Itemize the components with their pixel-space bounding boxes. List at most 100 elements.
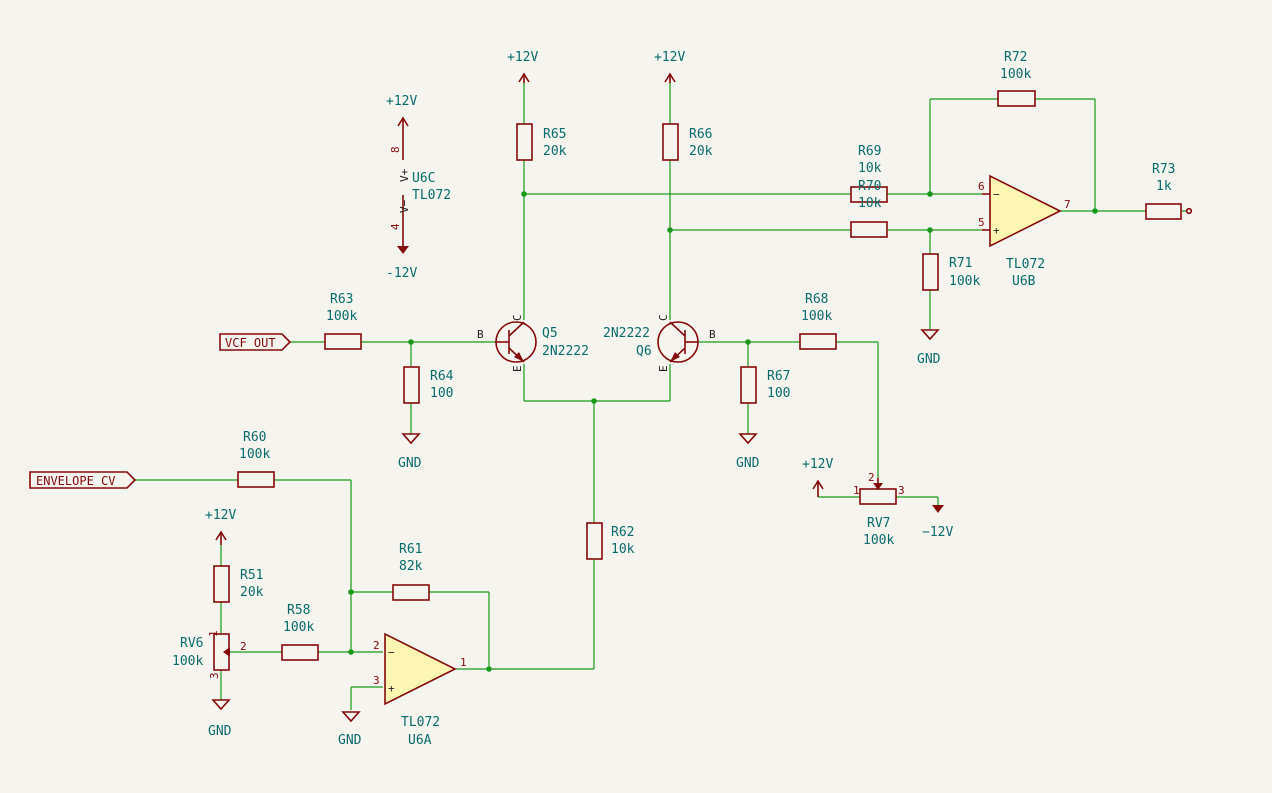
r61-body[interactable] (392, 584, 430, 601)
q5-ref: Q5 (542, 326, 558, 341)
junction (927, 227, 933, 233)
gnd-symbol (341, 711, 361, 723)
r69-ref: R69 (858, 144, 881, 159)
gnd-label: GND (736, 456, 760, 471)
r69-value: 10k (858, 161, 882, 176)
power-12v-arrow (215, 530, 227, 545)
q6-pin-e: E (657, 365, 670, 372)
r72-body[interactable] (997, 90, 1036, 107)
power-12v-arrow (664, 72, 676, 83)
r58-value: 100k (283, 620, 314, 635)
r67-value: 100 (767, 386, 790, 401)
r62-value: 10k (611, 542, 635, 557)
r68-value: 100k (801, 309, 832, 324)
gnd-symbol (920, 329, 940, 341)
r65-ref: R65 (543, 127, 566, 142)
r73-body[interactable] (1145, 203, 1182, 220)
r66-value: 20k (689, 144, 713, 159)
r63-ref: R63 (330, 292, 353, 307)
u6c-part: TL072 (412, 188, 451, 203)
q5-symbol[interactable] (495, 321, 537, 363)
vcf-out-port[interactable] (219, 333, 292, 351)
r63-value: 100k (326, 309, 357, 324)
resistor-bodies (213, 90, 1193, 661)
q5-pin-e: E (511, 365, 524, 372)
power-label-12v: +12V (507, 50, 538, 65)
r71-ref: R71 (949, 256, 972, 271)
junction (667, 227, 673, 233)
u6a-symbol[interactable] (384, 632, 457, 706)
q6-symbol[interactable] (657, 321, 699, 363)
q5-part: 2N2222 (542, 344, 589, 359)
r70-ref: R70 (858, 179, 881, 194)
r65-body[interactable] (516, 123, 533, 161)
envelope-cv-port[interactable] (29, 471, 137, 489)
u6b-pin-inv: 6 (978, 180, 985, 193)
q6-ref: Q6 (636, 344, 652, 359)
rv6-ref: RV6 (180, 636, 203, 651)
r67-body[interactable] (740, 366, 757, 404)
junction (745, 339, 751, 345)
wires (135, 83, 1187, 710)
r64-body[interactable] (403, 366, 420, 404)
r72-value: 100k (1000, 67, 1031, 82)
r73-output-terminal[interactable] (1185, 207, 1193, 215)
u6c-pin-vplus: 8 (389, 146, 402, 153)
r62-body[interactable] (586, 522, 603, 560)
junction (591, 398, 597, 404)
r60-body[interactable] (237, 471, 275, 488)
power-label-12v: +12V (386, 94, 417, 109)
r60-ref: R60 (243, 430, 266, 445)
power-minus12v-arrow (932, 505, 944, 513)
q5-pin-b: B (477, 328, 484, 341)
r69-body[interactable] (850, 186, 888, 203)
junction (521, 191, 527, 197)
r63-body[interactable] (324, 333, 362, 350)
u6a-plus-sign: + (388, 682, 395, 695)
r73-ref: R73 (1152, 162, 1175, 177)
u6b-minus-sign: − (993, 188, 1000, 201)
junctions (348, 191, 1098, 672)
u6c-pin-vminus: 4 (389, 223, 402, 230)
r58-body[interactable] (281, 644, 319, 661)
gnd-symbol (211, 699, 231, 711)
power-symbols (211, 72, 944, 723)
r61-ref: R61 (399, 542, 422, 557)
r71-body[interactable] (922, 253, 939, 291)
gnd-label: GND (398, 456, 422, 471)
r64-value: 100 (430, 386, 453, 401)
r64-ref: R64 (430, 369, 454, 384)
r68-body[interactable] (799, 333, 837, 350)
rv7-pin-2: 2 (868, 471, 875, 484)
r67-ref: R67 (767, 369, 790, 384)
junction (408, 339, 414, 345)
rv6-pin-3: 3 (208, 672, 221, 679)
envelope-cv-label: ENVELOPE_CV (36, 474, 115, 488)
rv6-symbol[interactable] (213, 633, 230, 671)
u6b-pin-out: 7 (1064, 198, 1071, 211)
gnd-symbol (401, 433, 421, 445)
u6b-symbol[interactable] (982, 174, 1062, 248)
u6b-plus-sign: + (993, 224, 1000, 237)
r72-ref: R72 (1004, 50, 1027, 65)
u6c-vminus-label: V− (398, 199, 411, 213)
gnd-symbol (738, 433, 758, 445)
junction (1092, 208, 1098, 214)
r66-body[interactable] (662, 123, 679, 161)
r58-ref: R58 (287, 603, 310, 618)
rv7-symbol[interactable] (859, 478, 897, 505)
r51-body[interactable] (213, 565, 230, 603)
gnd-label: GND (917, 352, 941, 367)
u6a-pin-out: 1 (460, 656, 467, 669)
r60-value: 100k (239, 447, 270, 462)
gnd-label: GND (208, 724, 232, 739)
junction (927, 191, 933, 197)
rv7-pin-3: 3 (898, 484, 905, 497)
power-minus12v-arrow (397, 195, 409, 254)
junction (348, 649, 354, 655)
r51-value: 20k (240, 585, 264, 600)
r70-body[interactable] (850, 221, 888, 238)
r62-ref: R62 (611, 525, 634, 540)
power-label-12v: +12V (654, 50, 685, 65)
